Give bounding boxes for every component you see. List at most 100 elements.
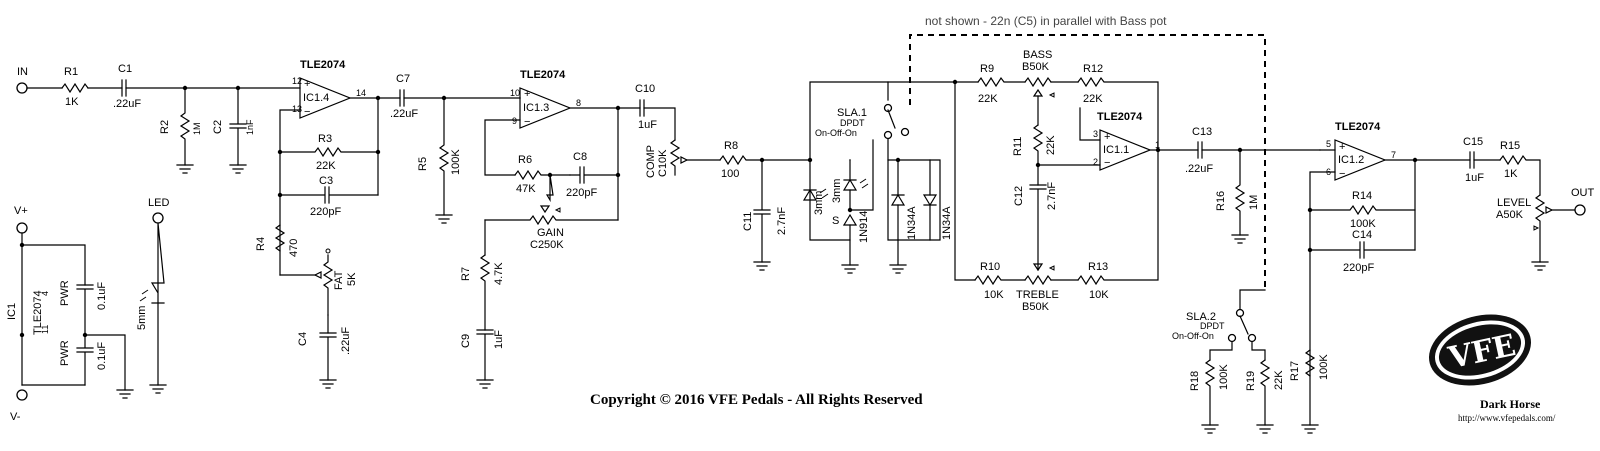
svg-text:1N914: 1N914 — [858, 211, 870, 243]
opamp-ic1-1: IC1.1 TLE2074 3 2 1 + − — [1093, 111, 1160, 171]
svg-text:0.1uF: 0.1uF — [96, 282, 108, 310]
comp-potentiometer: COMP C10K — [645, 139, 689, 178]
sla1-switch: SLA.1 DPDT On-Off-On — [815, 103, 910, 140]
svg-text:220pF: 220pF — [310, 206, 341, 218]
svg-text:R6: R6 — [518, 154, 532, 166]
svg-text:TLE2074: TLE2074 — [32, 290, 44, 335]
svg-text:R3: R3 — [318, 133, 332, 145]
svg-text:C10: C10 — [635, 83, 655, 95]
r7-resistor: R7 4.7K — [460, 254, 505, 331]
r1-resistor: R1 1K — [61, 66, 89, 108]
svg-text:V-: V- — [10, 411, 21, 423]
c1-capacitor: C1 .22uF — [113, 63, 141, 110]
svg-text:7: 7 — [1391, 150, 1396, 160]
svg-text:B50K: B50K — [1022, 301, 1050, 313]
svg-text:1N34A: 1N34A — [906, 206, 918, 240]
svg-text:−: − — [1339, 168, 1345, 180]
svg-text:12: 12 — [292, 76, 302, 86]
c2-capacitor: C2 1nF — [212, 87, 255, 166]
svg-text:10: 10 — [510, 88, 520, 98]
svg-text:5mm: 5mm — [136, 306, 148, 330]
svg-text:C1: C1 — [118, 63, 132, 75]
svg-text:R19: R19 — [1245, 371, 1257, 391]
svg-text:11: 11 — [40, 325, 50, 334]
output-jack: OUT — [1571, 187, 1595, 216]
r11-resistor: R11 22K — [1012, 124, 1057, 186]
svg-text:GAIN: GAIN — [537, 227, 564, 239]
svg-text:3: 3 — [1093, 129, 1098, 139]
svg-text:+: + — [304, 78, 310, 90]
svg-text:−: − — [1104, 157, 1110, 169]
svg-text:14: 14 — [356, 88, 366, 98]
c3-capacitor: C3 220pF — [279, 175, 379, 218]
r8-resistor: R8 100 — [719, 140, 811, 180]
copyright-text: Copyright © 2016 VFE Pedals - All Rights… — [590, 392, 923, 408]
vplus-terminal: V+ — [14, 205, 28, 234]
svg-text:10K: 10K — [984, 289, 1004, 301]
c8-capacitor: C8 220pF — [566, 151, 619, 199]
svg-text:On-Off-On: On-Off-On — [1172, 331, 1214, 341]
svg-text:0.1uF: 0.1uF — [96, 342, 108, 370]
svg-text:C4: C4 — [297, 332, 309, 346]
svg-text:C11: C11 — [742, 212, 754, 231]
svg-text:1M: 1M — [1248, 195, 1260, 210]
svg-text:C10K: C10K — [657, 149, 669, 177]
pwr-cap-1: PWR 0.1uF — [59, 280, 108, 336]
svg-text:R12: R12 — [1083, 63, 1103, 75]
svg-text:not shown - 22n (C5) in parall: not shown - 22n (C5) in parallel with Ba… — [925, 14, 1167, 28]
svg-text:R11: R11 — [1012, 137, 1024, 156]
diode-1n34a-a: 1N34A — [890, 193, 918, 240]
svg-text:100K: 100K — [1318, 354, 1330, 380]
svg-text:TLE2074: TLE2074 — [1097, 111, 1143, 123]
svg-text:PWR: PWR — [59, 340, 71, 366]
svg-text:R17: R17 — [1289, 361, 1301, 381]
svg-text:C13: C13 — [1192, 126, 1212, 138]
r6-resistor: R6 47K — [514, 154, 571, 195]
c14-capacitor: C14 220pF — [1309, 229, 1416, 274]
svg-text:+: + — [524, 88, 530, 100]
svg-text:22K: 22K — [978, 93, 998, 105]
r18-resistor: R18 100K — [1189, 359, 1230, 426]
c13-capacitor: C13 .22uF — [1185, 126, 1213, 175]
svg-text:OUT: OUT — [1571, 187, 1595, 199]
svg-text:SLA.1: SLA.1 — [837, 107, 867, 119]
c7-capacitor: C7 .22uF — [390, 73, 418, 120]
r5-resistor: R5 100K — [417, 97, 462, 216]
svg-text:.22uF: .22uF — [390, 108, 418, 120]
c9-capacitor: C9 1uF — [460, 329, 505, 381]
svg-text:TREBLE: TREBLE — [1016, 289, 1059, 301]
svg-text:IN: IN — [17, 66, 28, 78]
c12-capacitor: C12 2.7nF — [1013, 182, 1058, 271]
svg-text:R18: R18 — [1189, 371, 1201, 391]
svg-text:22K: 22K — [1083, 93, 1103, 105]
svg-text:1nF: 1nF — [245, 119, 255, 135]
power-led: LED 5mm — [136, 197, 169, 386]
svg-text:1N34A: 1N34A — [941, 206, 953, 240]
svg-text:+: + — [1104, 131, 1110, 143]
svg-text:IC1.4: IC1.4 — [303, 92, 329, 104]
svg-text:C3: C3 — [319, 175, 333, 187]
opamp-ic1-2: IC1.2 TLE2074 5 6 7 + − — [1326, 121, 1396, 181]
svg-text:C7: C7 — [396, 73, 410, 85]
svg-text:LEVEL: LEVEL — [1497, 197, 1531, 209]
opamp-ic1-4: IC1.4 TLE2074 12 13 14 + − — [292, 59, 366, 119]
svg-text:1: 1 — [1155, 140, 1160, 150]
diode-1n914: S 1N914 — [832, 211, 870, 243]
r9-resistor: R9 22K — [977, 63, 1026, 105]
svg-text:SLA.2: SLA.2 — [1186, 311, 1216, 323]
svg-text:22K: 22K — [1045, 135, 1057, 155]
svg-text:IC1.3: IC1.3 — [523, 102, 549, 114]
svg-text:C12: C12 — [1013, 186, 1025, 206]
svg-text:100K: 100K — [450, 149, 462, 175]
svg-text:1M: 1M — [192, 122, 202, 135]
svg-text:R7: R7 — [460, 267, 472, 281]
pwr-cap-2: PWR 0.1uF — [59, 334, 108, 386]
svg-text:9: 9 — [512, 116, 517, 126]
svg-text:COMP: COMP — [645, 145, 657, 178]
r13-resistor: R13 10K — [1077, 149, 1159, 301]
svg-text:8: 8 — [576, 98, 581, 108]
svg-text:3mm: 3mm — [813, 191, 825, 215]
svg-text:IC1.2: IC1.2 — [1338, 154, 1364, 166]
svg-text:3mm: 3mm — [831, 179, 843, 203]
